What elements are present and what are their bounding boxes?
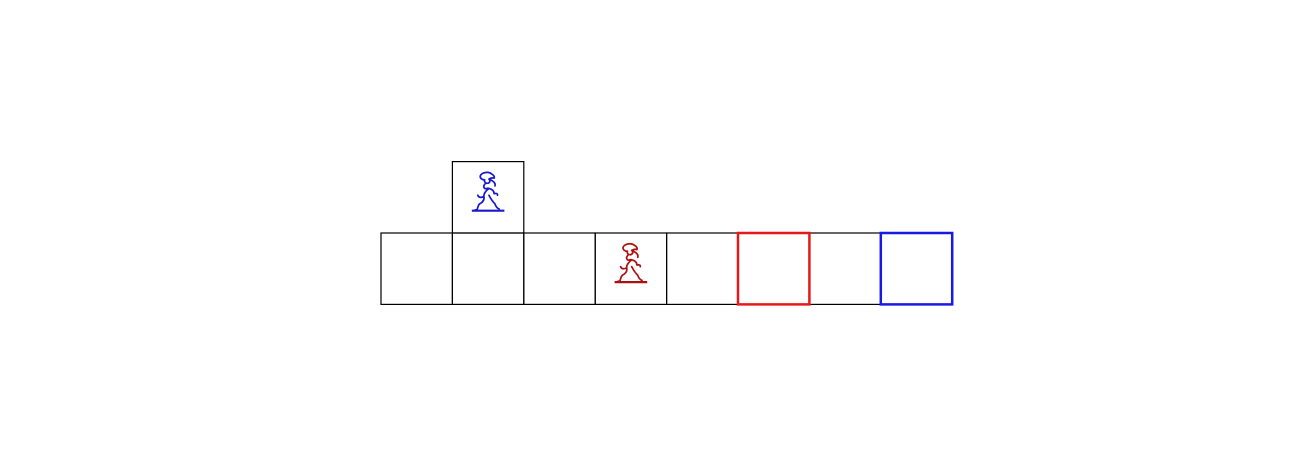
board-cells (380, 161, 954, 306)
board-cell[interactable] (451, 161, 525, 234)
board-agents (470, 171, 649, 284)
board-cell[interactable] (808, 232, 882, 306)
goal-cell-red[interactable] (736, 231, 811, 306)
board-cell[interactable] (523, 232, 596, 306)
board-cell[interactable] (665, 232, 739, 306)
board-cell[interactable] (380, 232, 454, 306)
board-cell[interactable] (451, 232, 525, 306)
blue-agent-running-figure-icon (470, 171, 506, 213)
red-agent-running-figure-icon (613, 242, 649, 284)
goal-cell-blue[interactable] (879, 231, 954, 306)
